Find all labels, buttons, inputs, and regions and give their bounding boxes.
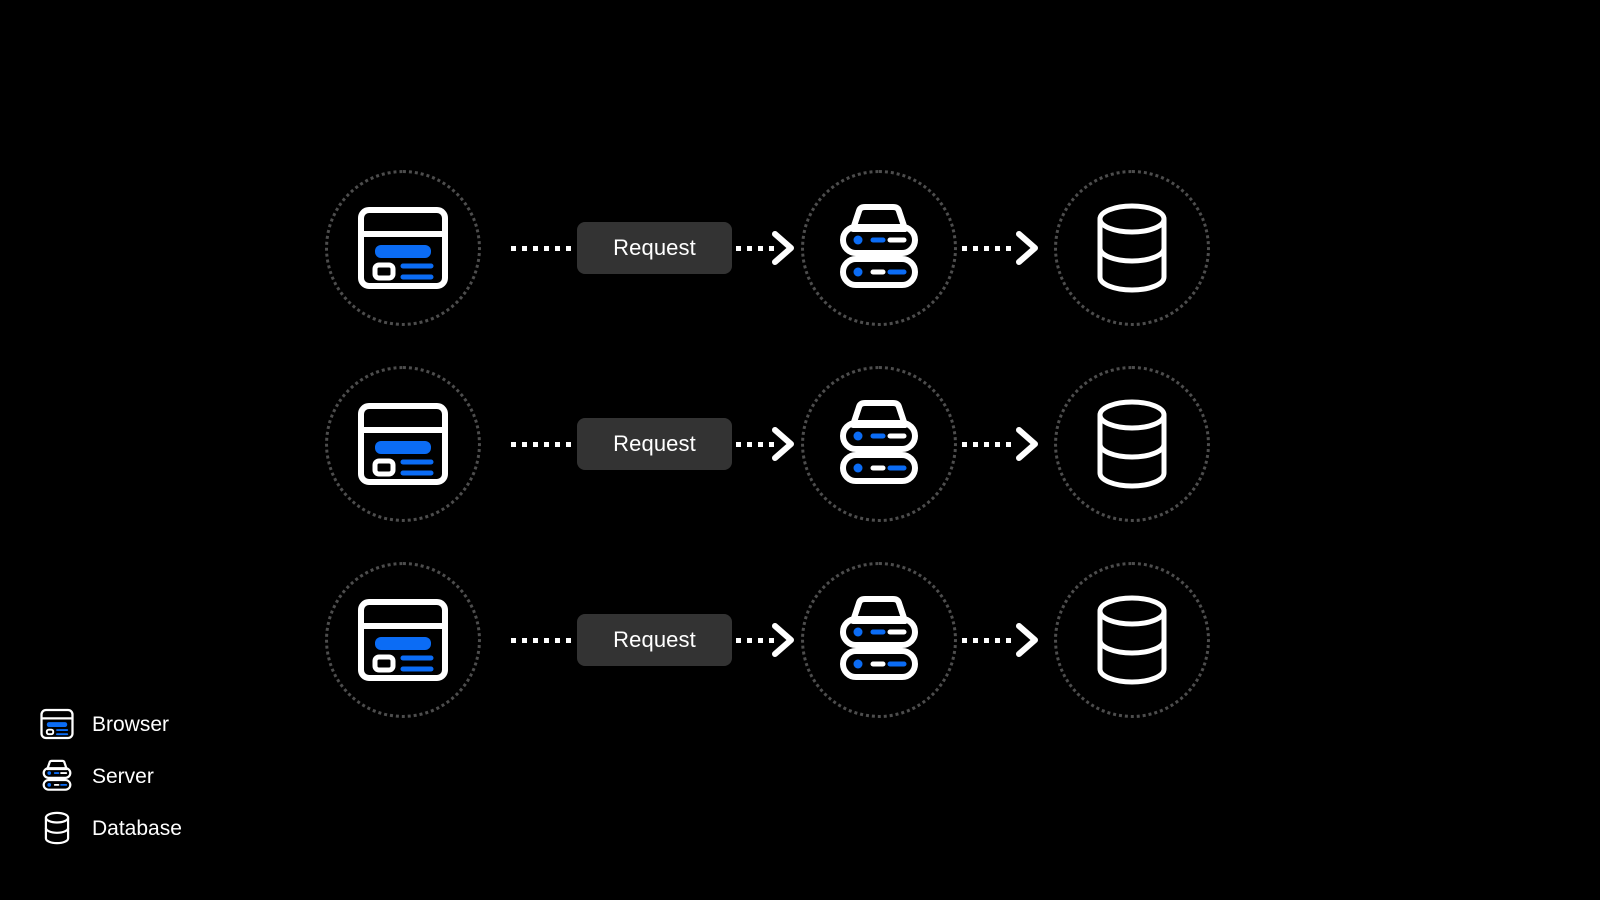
legend-item-browser: Browser <box>40 698 182 750</box>
browser-icon <box>358 599 448 681</box>
server-icon <box>42 759 72 791</box>
node-database[interactable] <box>1054 366 1210 522</box>
legend-item-database: Database <box>40 802 182 854</box>
node-database[interactable] <box>1054 562 1210 718</box>
node-server[interactable] <box>801 562 957 718</box>
edge-dotted-segment <box>736 246 774 251</box>
node-browser[interactable] <box>325 366 481 522</box>
node-ring <box>1054 562 1210 718</box>
node-ring <box>325 562 481 718</box>
arrow-chevron-icon <box>1016 231 1038 265</box>
database-icon <box>1097 399 1167 489</box>
flow-row: Request <box>0 170 1600 366</box>
edge-dotted-segment <box>962 246 1017 251</box>
edge-dotted-segment <box>736 442 774 447</box>
browser-icon <box>40 708 74 740</box>
edge-label-request[interactable]: Request <box>577 614 732 666</box>
arrow-chevron-icon <box>772 623 794 657</box>
arrow-chevron-icon <box>1016 427 1038 461</box>
flow-row: Request <box>0 366 1600 562</box>
arrow-chevron-icon <box>1016 623 1038 657</box>
edge-dotted-segment <box>511 246 577 251</box>
flow-row: Request <box>0 562 1600 758</box>
node-ring <box>1054 170 1210 326</box>
server-icon <box>840 400 918 484</box>
database-icon <box>44 811 70 845</box>
browser-icon <box>358 403 448 485</box>
node-ring <box>325 170 481 326</box>
server-icon <box>840 204 918 288</box>
database-icon <box>1097 203 1167 293</box>
node-database[interactable] <box>1054 170 1210 326</box>
node-ring <box>801 562 957 718</box>
edge-dotted-segment <box>962 638 1017 643</box>
node-server[interactable] <box>801 366 957 522</box>
legend-item-server: Server <box>40 750 182 802</box>
legend: Browser Server Database <box>40 698 182 854</box>
database-icon <box>1097 595 1167 685</box>
legend-label-browser: Browser <box>92 712 170 736</box>
edge-dotted-segment <box>511 442 577 447</box>
node-ring <box>325 366 481 522</box>
edge-dotted-segment <box>511 638 577 643</box>
node-server[interactable] <box>801 170 957 326</box>
edge-label-request[interactable]: Request <box>577 222 732 274</box>
browser-icon <box>358 207 448 289</box>
arrow-chevron-icon <box>772 427 794 461</box>
legend-label-server: Server <box>92 764 154 788</box>
edge-label-request[interactable]: Request <box>577 418 732 470</box>
node-ring <box>1054 366 1210 522</box>
node-ring <box>801 366 957 522</box>
node-ring <box>801 170 957 326</box>
node-browser[interactable] <box>325 562 481 718</box>
edge-dotted-segment <box>962 442 1017 447</box>
node-browser[interactable] <box>325 170 481 326</box>
arrow-chevron-icon <box>772 231 794 265</box>
legend-label-database: Database <box>92 816 182 840</box>
server-icon <box>840 596 918 680</box>
edge-dotted-segment <box>736 638 774 643</box>
